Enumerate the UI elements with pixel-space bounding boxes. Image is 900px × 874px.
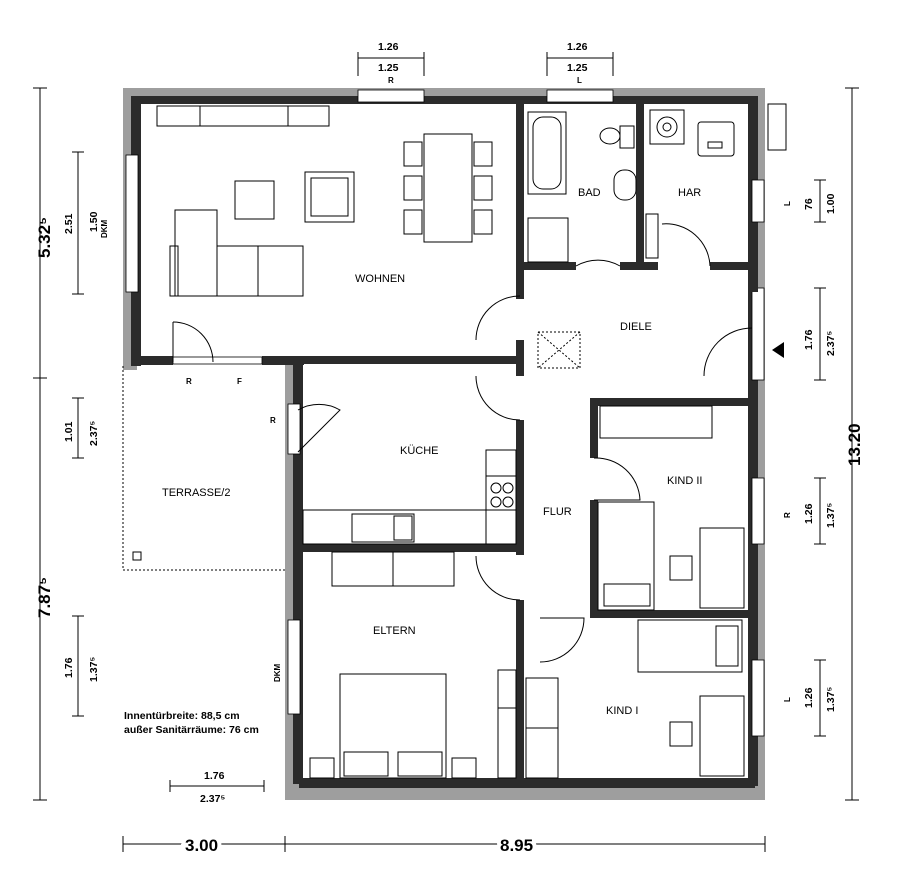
dim-top-win1-r: R (388, 76, 394, 85)
room-terrasse: TERRASSE/2 (162, 487, 230, 499)
dim-right-kind2-r: R (783, 512, 792, 518)
furniture (122, 103, 787, 779)
dim-top-win1-b: 1.25 (378, 62, 399, 74)
dim-left-w2-a: 1.01 (63, 421, 75, 442)
dim-top-win2-l: L (577, 76, 582, 85)
dim-right-har-a: 76 (803, 198, 815, 210)
dim-left-w3-a: 1.76 (63, 657, 75, 678)
label-terr-r: R (186, 377, 192, 386)
doors (172, 223, 784, 663)
room-eltern: ELTERN (373, 625, 416, 637)
dim-left-w1-a: 2.51 (63, 213, 75, 234)
room-flur: FLUR (543, 506, 572, 518)
dim-bottom-right: 8.95 (500, 836, 533, 855)
room-bad: BAD (578, 187, 601, 199)
dim-right-diele-a: 1.76 (803, 329, 815, 350)
dim-right-kind1-a: 1.26 (803, 687, 815, 708)
dim-right-kind1-l: L (783, 697, 792, 702)
dim-right-har-b: 1.00 (825, 193, 837, 214)
dim-top-win2-b: 1.25 (567, 62, 588, 74)
dim-bottom-left: 3.00 (185, 836, 218, 855)
dim-left-w3-b: 1.37⁵ (88, 657, 100, 682)
dim-left-w2-b: 2.37⁵ (88, 421, 100, 446)
dim-right-kind1-b: 1.37⁵ (825, 687, 837, 712)
dim-top-win1-a: 1.26 (378, 41, 399, 53)
label-kueche-r: R (270, 416, 276, 425)
dim-right-total: 13.20 (845, 423, 864, 466)
dimension-labels: 1.26 1.25 R 1.26 1.25 L 5.32⁵ 7.87⁵ 2.51… (35, 41, 864, 859)
dim-right-kind2-b: 1.37⁵ (825, 503, 837, 528)
room-kind2: KIND II (667, 475, 702, 487)
label-eltern-dkm: DKM (273, 663, 282, 682)
room-labels: WOHNEN BAD HAR DIELE KÜCHE TERRASSE/2 KI… (162, 187, 702, 717)
outer-walls (123, 88, 765, 800)
note-door-width: Innentürbreite: 88,5 cm (124, 710, 240, 722)
room-diele: DIELE (620, 321, 652, 333)
interior-walls (296, 104, 758, 786)
dim-top-win2-a: 1.26 (567, 41, 588, 53)
windows (125, 89, 765, 737)
dim-left-total-bottom: 7.87⁵ (35, 577, 54, 618)
dim-terr-door-a: 1.76 (204, 770, 225, 782)
dim-left-w1-dkm: DKM (100, 219, 109, 238)
room-har: HAR (678, 187, 701, 199)
room-wohnen: WOHNEN (355, 273, 405, 285)
room-kind1: KIND I (606, 705, 638, 717)
dim-right-har-l: L (783, 201, 792, 206)
label-terr-f: F (237, 377, 242, 386)
dim-right-diele-b: 2.37⁵ (825, 331, 837, 356)
dim-left-total-top: 5.32⁵ (35, 217, 54, 258)
dim-right-kind2-a: 1.26 (803, 503, 815, 524)
dim-left-w1-b: 1.50 (88, 211, 100, 232)
dim-terr-door-b: 2.37⁵ (200, 793, 225, 805)
notes: Innentürbreite: 88,5 cm außer Sanitärräu… (124, 710, 259, 736)
dimension-lines (33, 52, 859, 852)
note-sanitary: außer Sanitärräume: 76 cm (124, 724, 259, 736)
room-kueche: KÜCHE (400, 445, 439, 457)
